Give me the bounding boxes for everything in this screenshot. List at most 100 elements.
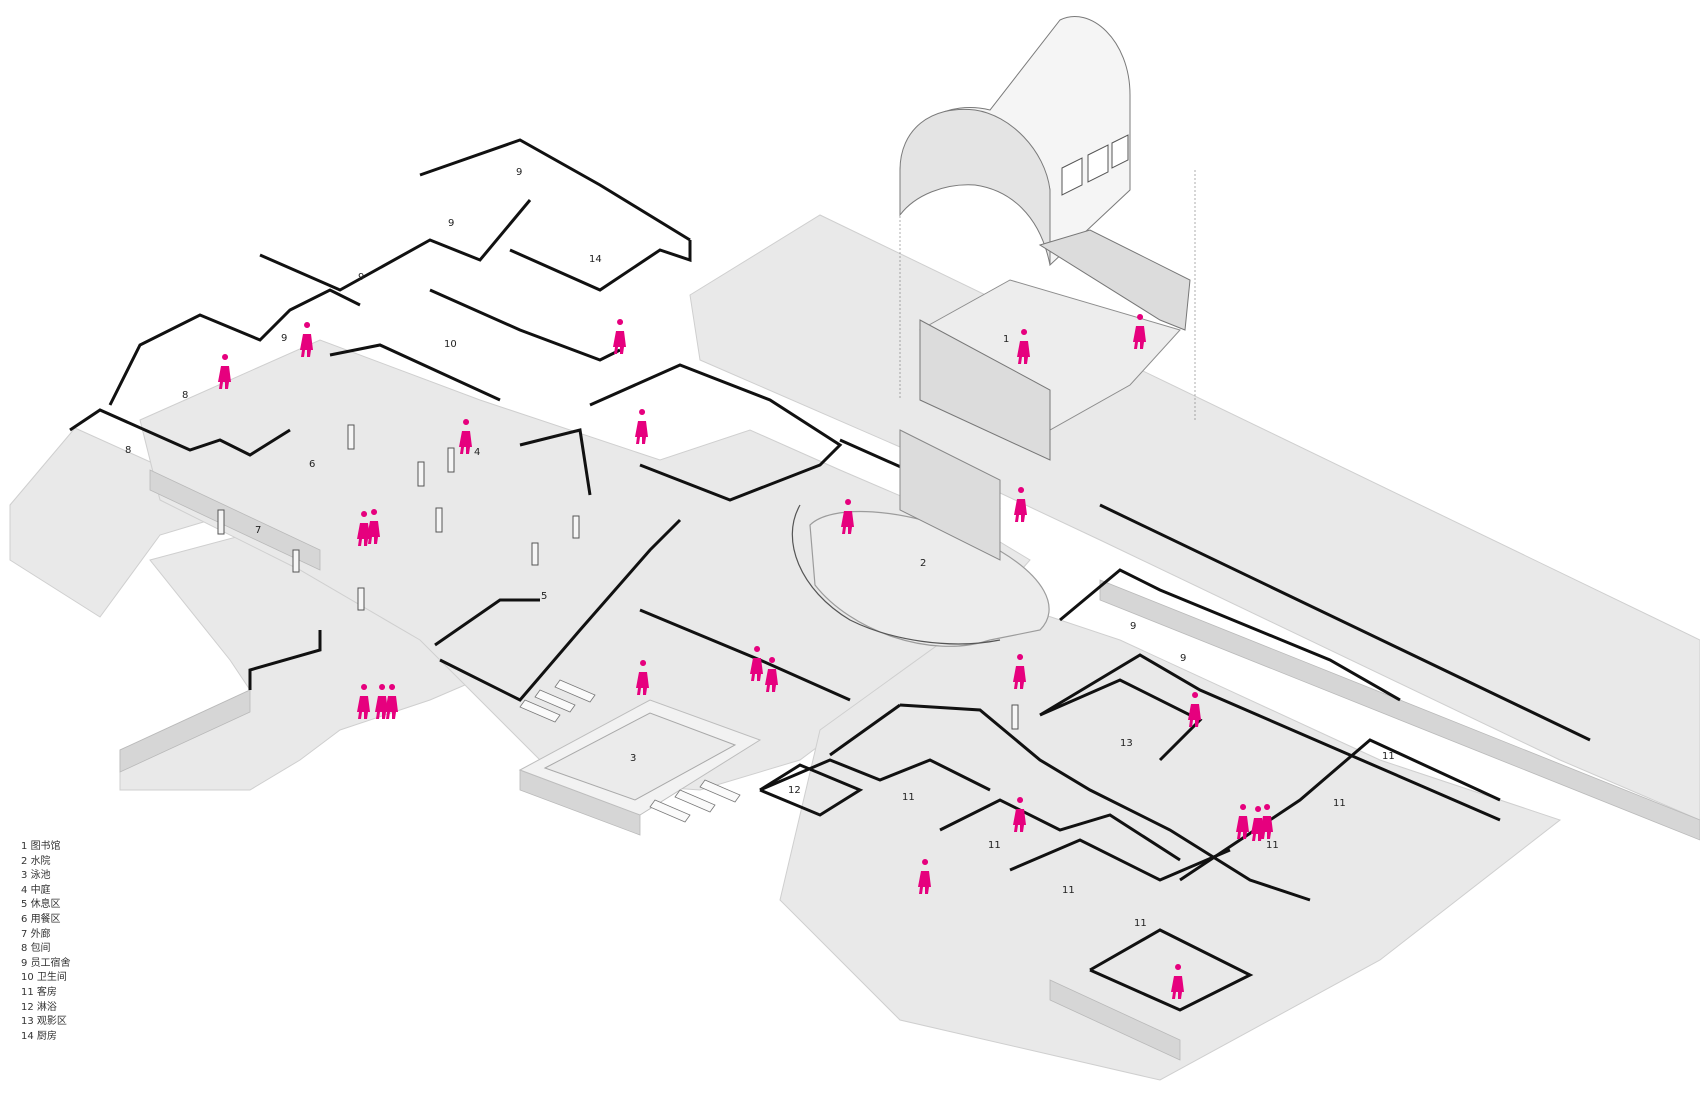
library-shelf-wall bbox=[1038, 229, 1191, 331]
lounge-ramp-wall bbox=[434, 598, 540, 647]
legend-item: 5 休息区 bbox=[21, 898, 161, 913]
human-figure-icon bbox=[1013, 654, 1026, 689]
human-figure-icon bbox=[636, 660, 649, 695]
human-figure-icon bbox=[1017, 329, 1030, 364]
guest-room-wall bbox=[1179, 738, 1501, 882]
water-edge-curve bbox=[791, 504, 1001, 645]
room-label: 5 bbox=[541, 591, 547, 602]
human-figure-icon bbox=[357, 684, 370, 719]
human-figure-icon bbox=[1013, 797, 1026, 832]
human-figure-icon bbox=[613, 319, 626, 354]
legend-item: 4 中庭 bbox=[21, 884, 161, 899]
legend-number: 13 bbox=[21, 1016, 34, 1028]
human-figure-icon bbox=[1251, 806, 1264, 841]
human-figure-icon bbox=[375, 684, 388, 719]
room-label: 11 bbox=[1382, 751, 1395, 762]
guest-room-wall bbox=[759, 758, 991, 792]
human-figure-icon bbox=[1188, 692, 1201, 727]
legend-item: 10 卫生间 bbox=[21, 971, 161, 986]
west-wing-wall bbox=[69, 408, 291, 457]
lounger bbox=[674, 789, 716, 813]
human-figure-icon bbox=[367, 509, 380, 544]
room-label: 9 bbox=[281, 333, 287, 344]
east-long-wall bbox=[1099, 503, 1591, 742]
legend-text: 泳池 bbox=[30, 870, 51, 882]
lounger bbox=[699, 779, 741, 803]
washroom-wall bbox=[429, 288, 621, 362]
column bbox=[357, 587, 365, 611]
room-label: 9 bbox=[358, 272, 364, 283]
courtyard-room-wall bbox=[589, 363, 843, 502]
room-label: 8 bbox=[182, 390, 188, 401]
pool bbox=[518, 699, 762, 816]
room-label: 12 bbox=[788, 785, 801, 796]
wall-faces bbox=[119, 469, 1700, 1061]
skylight bbox=[1061, 157, 1083, 196]
atrium-wall bbox=[519, 428, 592, 496]
lounger bbox=[649, 799, 691, 823]
legend-text: 休息区 bbox=[30, 899, 61, 911]
pool-basin bbox=[543, 712, 737, 801]
column bbox=[347, 424, 355, 450]
columns bbox=[217, 424, 1019, 730]
legend-text: 卫生间 bbox=[36, 972, 67, 984]
lounger bbox=[554, 679, 596, 703]
legend-item: 14 厨房 bbox=[21, 1030, 161, 1045]
entrance-wall bbox=[248, 630, 322, 690]
human-figure-icon bbox=[300, 322, 313, 357]
legend-text: 外廊 bbox=[30, 928, 51, 940]
legend-number: 3 bbox=[21, 870, 28, 882]
legend-item: 2 水院 bbox=[21, 855, 161, 870]
ground-slab bbox=[9, 214, 1700, 1081]
column bbox=[217, 509, 225, 535]
legend-text: 用餐区 bbox=[30, 913, 61, 925]
room-label: 9 bbox=[448, 218, 454, 229]
legend-text: 淋浴 bbox=[36, 1001, 57, 1013]
legend-number: 9 bbox=[21, 957, 28, 969]
room-label: 9 bbox=[516, 167, 522, 178]
legend-text: 员工宿舍 bbox=[30, 957, 71, 969]
column bbox=[447, 447, 455, 473]
room-label: 2 bbox=[920, 558, 926, 569]
skylight bbox=[1111, 134, 1129, 169]
room-label: 13 bbox=[1120, 738, 1133, 749]
guest-room-wall bbox=[899, 703, 1311, 902]
legend-number: 14 bbox=[21, 1030, 34, 1042]
wall-face bbox=[149, 469, 321, 571]
human-figure-icon bbox=[1014, 487, 1027, 522]
room-label: 1 bbox=[1003, 334, 1009, 345]
barrel-vault-roof-icon bbox=[899, 16, 1131, 267]
human-figure-icon bbox=[385, 684, 398, 719]
legend-item: 8 包间 bbox=[21, 942, 161, 957]
room-labels: 1 2 3 4 5 6 7 8 8 9 9 9 9 9 9 10 11 11 1… bbox=[125, 167, 1395, 929]
legend-item: 3 泳池 bbox=[21, 869, 161, 884]
column bbox=[572, 515, 580, 539]
room-label: 11 bbox=[1062, 885, 1075, 896]
library-stand-base bbox=[899, 429, 1001, 561]
skylight bbox=[1087, 144, 1109, 183]
kitchen-wall bbox=[509, 240, 692, 292]
legend-item: 1 图书馆 bbox=[21, 840, 161, 855]
human-figure-icon bbox=[750, 646, 763, 681]
legend-item: 7 外廊 bbox=[21, 928, 161, 943]
staff-dorm-wall bbox=[259, 199, 532, 292]
legend-text: 图书馆 bbox=[30, 841, 61, 852]
legend-item: 6 用餐区 bbox=[21, 913, 161, 928]
room-label: 9 bbox=[1130, 621, 1136, 632]
legend-number: 10 bbox=[21, 972, 34, 984]
wall-face bbox=[119, 689, 251, 773]
wall-face bbox=[1049, 979, 1181, 1061]
guest-room-wall bbox=[1009, 838, 1231, 882]
legend-text: 厨房 bbox=[36, 1030, 57, 1042]
human-figures bbox=[218, 314, 1273, 999]
column bbox=[1011, 704, 1019, 730]
legend-number: 4 bbox=[21, 884, 28, 896]
room-label: 6 bbox=[309, 459, 315, 470]
lounger bbox=[534, 689, 576, 713]
legend-number: 1 bbox=[21, 841, 28, 852]
room-label: 11 bbox=[902, 792, 915, 803]
legend-number: 2 bbox=[21, 855, 28, 867]
legend-item: 11 客房 bbox=[21, 986, 161, 1001]
room-label: 4 bbox=[474, 447, 480, 458]
